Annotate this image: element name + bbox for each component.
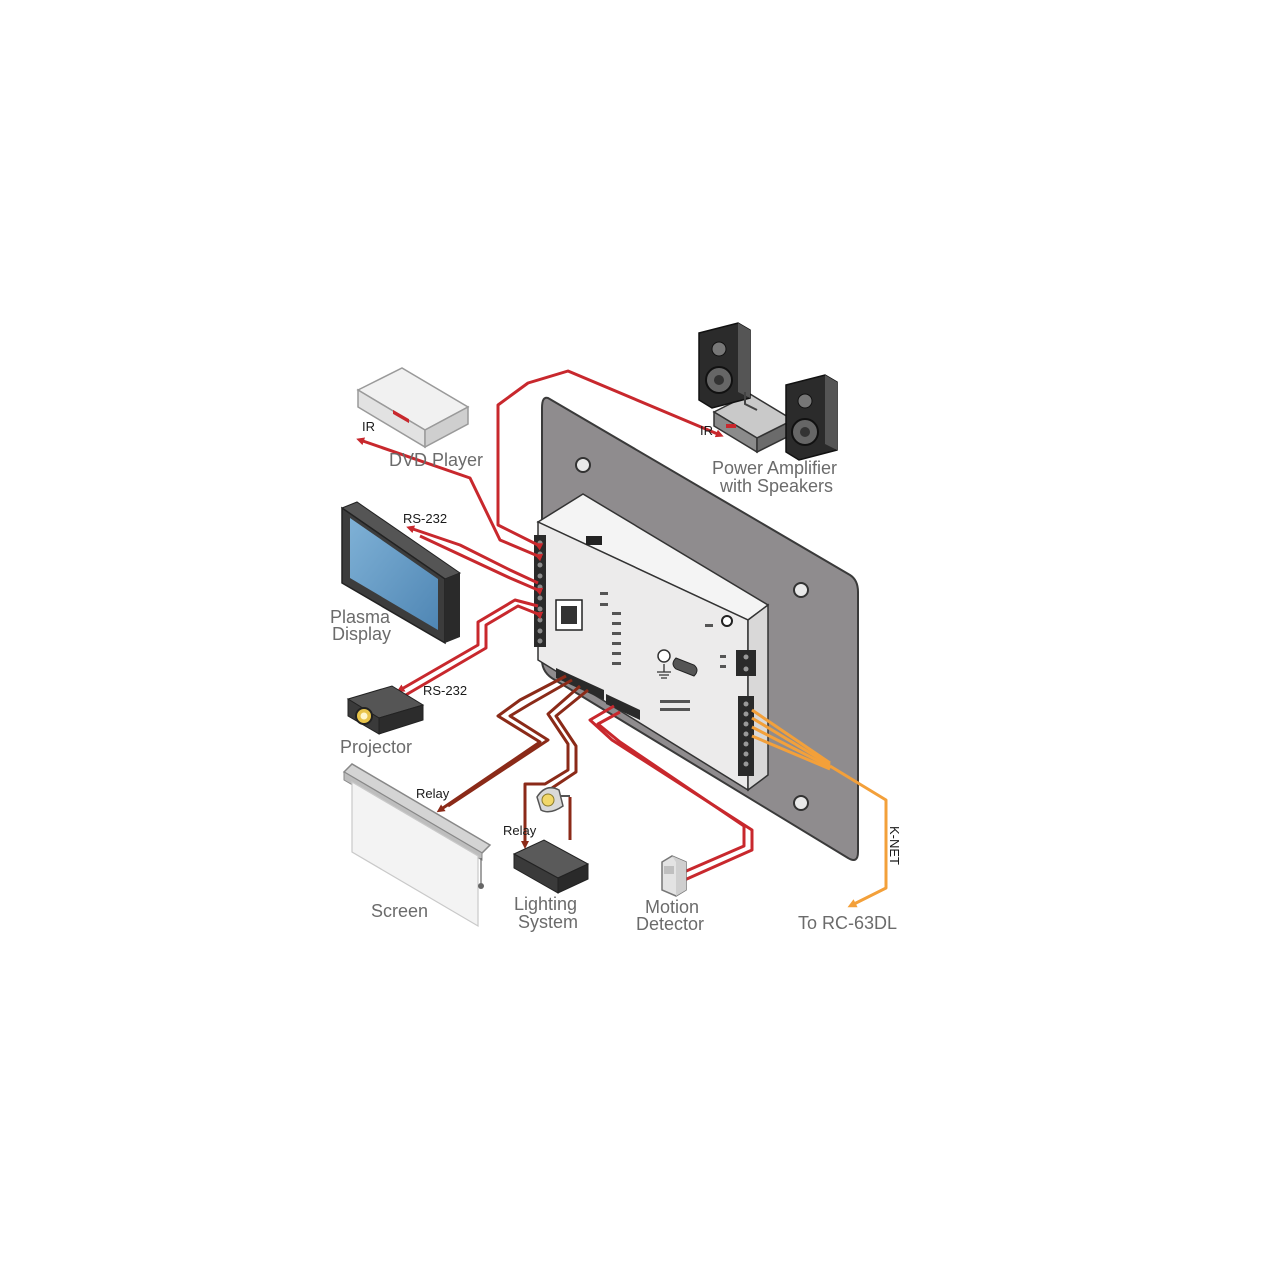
label-motion-1: Motion <box>645 897 699 917</box>
speaker-left <box>698 322 751 409</box>
motion-detector <box>661 855 687 897</box>
program-port <box>586 536 602 545</box>
ground-screw <box>657 649 698 679</box>
projection-screen <box>342 763 492 928</box>
knet-terminal <box>738 696 754 776</box>
left-terminal-block <box>534 535 546 647</box>
label-knet: K-NET <box>887 826 902 865</box>
label-ir-amp: IR <box>700 423 713 438</box>
power-amplifier <box>712 393 795 454</box>
label-rs232-projector: RS-232 <box>423 683 467 698</box>
rs232-cable-plasma <box>406 525 539 585</box>
label-ir-dvd: IR <box>362 419 375 434</box>
label-rs232-plasma: RS-232 <box>403 511 447 526</box>
plate-screw-hole <box>793 795 809 811</box>
ir-cable-dvd <box>356 437 544 562</box>
ethernet-port <box>555 599 583 631</box>
plate-screw-hole <box>793 582 809 598</box>
device-labels: DVD Player Power Amplifier with Speakers… <box>330 450 897 934</box>
label-relay-lighting: Relay <box>503 823 537 838</box>
label-screen: Screen <box>371 901 428 921</box>
projector <box>346 685 425 735</box>
plate-screw-hole <box>575 457 591 473</box>
plasma-display <box>340 501 462 645</box>
cables <box>356 369 888 908</box>
label-plasma-2: Display <box>332 624 391 644</box>
rs232-cable-projector <box>396 598 539 692</box>
label-relay-screen: Relay <box>416 786 450 801</box>
lighting-controller <box>512 839 590 894</box>
label-lighting-1: Lighting <box>514 894 577 914</box>
printed-labels <box>600 592 726 711</box>
bottom-terminal-block <box>556 668 640 720</box>
relay-cable-screen <box>436 674 567 813</box>
knet-cable <box>751 708 831 765</box>
label-lighting-2: System <box>518 912 578 932</box>
speaker-right <box>785 374 838 461</box>
signal-labels: IR IR RS-232 RS-232 Relay Relay K-NET <box>362 419 902 865</box>
dvd-player <box>356 367 470 449</box>
label-power-amp-2: with Speakers <box>719 476 833 496</box>
label-motion-2: Detector <box>636 914 704 934</box>
power-jack <box>721 615 733 627</box>
label-dvd-player: DVD Player <box>389 450 483 470</box>
label-plasma-1: Plasma <box>330 607 391 627</box>
label-projector: Projector <box>340 737 412 757</box>
power-terminal <box>736 650 756 676</box>
relay-cable-lighting <box>521 684 581 849</box>
label-remote: To RC-63DL <box>798 913 897 933</box>
lighting-lamp <box>536 786 570 813</box>
label-power-amp-1: Power Amplifier <box>712 458 837 478</box>
